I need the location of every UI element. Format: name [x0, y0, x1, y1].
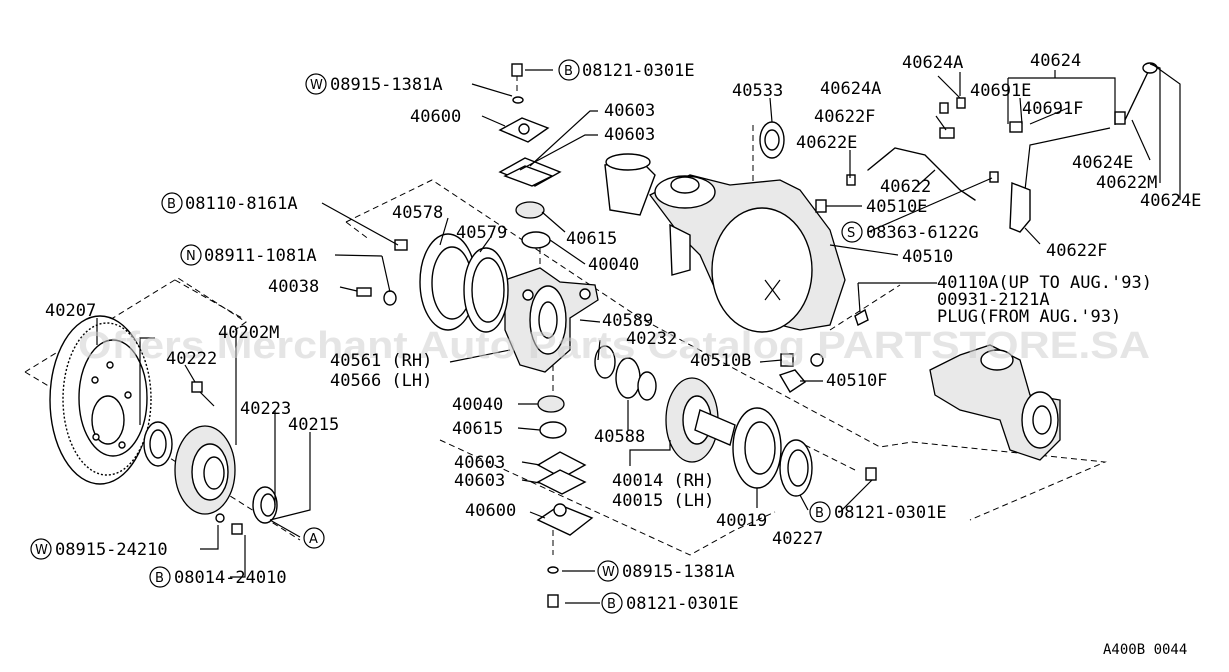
- part-label: 40600: [465, 501, 516, 521]
- part-label: 40533: [732, 81, 783, 101]
- part-label: 40622F: [1046, 241, 1107, 261]
- part-label: 08915-24210: [55, 540, 168, 560]
- lower-kingpin-stack: [536, 395, 594, 608]
- badge-b: B: [815, 506, 824, 521]
- part-label: 40603: [454, 471, 505, 491]
- part-label: 40622M: [1096, 173, 1157, 193]
- spindle-assembly: [594, 345, 877, 497]
- part-label: 40624A: [820, 79, 881, 99]
- steering-knuckle: [504, 267, 599, 373]
- part-label: 40691F: [1022, 99, 1083, 119]
- part-label: 40510F: [826, 371, 887, 391]
- part-label: 08110-8161A: [185, 194, 298, 214]
- leader-lines: [96, 63, 1181, 604]
- part-label: 40588: [594, 427, 645, 447]
- part-label: 40624: [1030, 51, 1081, 71]
- part-label: 40014 (RH): [612, 471, 714, 491]
- part-label: 40566 (LH): [330, 371, 432, 391]
- part-label: 40222: [166, 349, 217, 369]
- part-label: 40019: [716, 511, 767, 531]
- part-label: 40603: [454, 453, 505, 473]
- drawing-code: A400B 0044: [1103, 642, 1187, 658]
- part-number-labels: 08915-1381A 08121-0301E 40600 40603 4060…: [45, 51, 1201, 614]
- part-label: 40015 (LH): [612, 491, 714, 511]
- part-label: 08915-1381A: [330, 75, 443, 95]
- axle-housing: [604, 121, 846, 333]
- part-label: 40622E: [796, 133, 857, 153]
- part-label: 40232: [626, 329, 677, 349]
- part-label: 40578: [392, 203, 443, 223]
- part-label: 40622F: [814, 107, 875, 127]
- part-label: 40624A: [902, 53, 963, 73]
- part-label: 40622: [880, 177, 931, 197]
- bolt-type-badges: W B B N S A W B W B B: [30, 59, 863, 614]
- part-label: 08911-1081A: [204, 246, 317, 266]
- part-label: 40589: [602, 311, 653, 331]
- watermark: Offers Merchant Auto Parts Catalog PARTS…: [78, 325, 1150, 367]
- part-label: 40603: [604, 101, 655, 121]
- part-label: 40615: [452, 419, 503, 439]
- part-label: 40510: [902, 247, 953, 267]
- badge-s: S: [847, 226, 855, 241]
- badge-w: W: [310, 78, 323, 93]
- badge-w: W: [35, 543, 48, 558]
- part-label: 40561 (RH): [330, 351, 432, 371]
- part-label: 40510B: [690, 351, 751, 371]
- part-label: 00931-2121A: [937, 290, 1050, 310]
- upper-kingpin-stack: [498, 63, 562, 249]
- badge-n: N: [186, 249, 196, 264]
- wheel-hub-assembly: [143, 381, 278, 535]
- part-label: 40579: [456, 223, 507, 243]
- part-label: 08915-1381A: [622, 562, 735, 582]
- part-label: 08121-0301E: [626, 594, 739, 614]
- badge-b: B: [607, 597, 616, 612]
- part-label: 40223: [240, 399, 291, 419]
- part-label: 40207: [45, 301, 96, 321]
- part-label: 40227: [772, 529, 823, 549]
- part-label: 40510E: [866, 197, 927, 217]
- part-label: 40691E: [970, 81, 1031, 101]
- part-label: 40615: [566, 229, 617, 249]
- small-fasteners: [356, 239, 869, 393]
- part-label: 40215: [288, 415, 339, 435]
- badge-b: B: [155, 571, 164, 586]
- part-label: 08014-24010: [174, 568, 287, 588]
- part-label: 40040: [452, 395, 503, 415]
- brake-rotor: [49, 315, 152, 485]
- badge-w: W: [602, 565, 615, 580]
- part-label: 08363-6122G: [866, 223, 979, 243]
- knuckle-seals: [419, 233, 509, 333]
- part-label: PLUG(FROM AUG.'93): [937, 307, 1121, 327]
- badge-a: A: [309, 532, 318, 547]
- part-label: 40202M: [218, 323, 279, 343]
- badge-b: B: [564, 64, 573, 79]
- part-label: 08121-0301E: [834, 503, 947, 523]
- part-label: 40600: [410, 107, 461, 127]
- part-label: 40110A(UP TO AUG.'93): [937, 273, 1152, 293]
- axle-tube-right: [929, 344, 1061, 461]
- part-label: 40040: [588, 255, 639, 275]
- part-label: 40624E: [1140, 191, 1201, 211]
- badge-b: B: [167, 197, 176, 212]
- part-label: 08121-0301E: [582, 61, 695, 81]
- part-label: 40603: [604, 125, 655, 145]
- part-label: 40624E: [1072, 153, 1133, 173]
- part-label: 40038: [268, 277, 319, 297]
